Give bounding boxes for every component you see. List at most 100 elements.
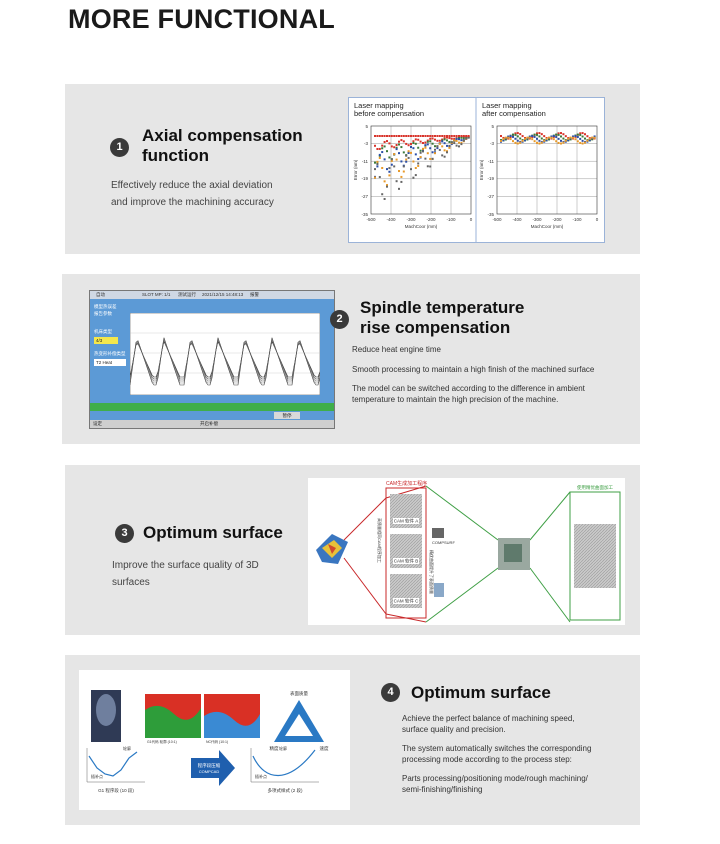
before-point bbox=[443, 137, 446, 140]
surface-quality-figure: CAM生成加工程序 CAM 软件 A CAM 软件 B CAM 软件 C 高质量… bbox=[308, 478, 625, 625]
after-point bbox=[560, 142, 562, 145]
before-point bbox=[434, 135, 436, 137]
after-point bbox=[584, 137, 586, 140]
before-point bbox=[465, 135, 468, 137]
before-point bbox=[393, 153, 396, 156]
section-3-desc-line2: surfaces bbox=[112, 577, 150, 588]
after-point bbox=[514, 133, 517, 136]
enable-compensation-button[interactable]: 开启补偿 bbox=[200, 421, 218, 426]
machine-type-select[interactable]: 4/3 bbox=[94, 337, 118, 344]
before-point bbox=[424, 146, 427, 149]
after-point bbox=[533, 135, 536, 138]
before-point bbox=[441, 140, 444, 143]
before-point bbox=[419, 151, 422, 154]
chart-after-ytick-2: -11 bbox=[488, 159, 495, 164]
curve1-cap2: 插补点 bbox=[91, 773, 103, 779]
after-point bbox=[504, 138, 507, 141]
before-point bbox=[450, 137, 453, 140]
before-point bbox=[453, 137, 456, 140]
section-1-desc-line1: Effectively reduce the axial deviation bbox=[111, 180, 273, 191]
before-point bbox=[417, 162, 420, 165]
before-point bbox=[400, 146, 403, 149]
before-point bbox=[393, 146, 396, 149]
page-title: MORE FUNCTIONAL bbox=[68, 4, 335, 34]
before-point bbox=[388, 170, 391, 173]
after-point bbox=[569, 136, 572, 139]
before-point bbox=[374, 144, 376, 147]
before-point bbox=[422, 135, 424, 137]
before-point bbox=[400, 180, 403, 183]
chart-before-ytick-4: -27 bbox=[361, 194, 368, 199]
before-point bbox=[378, 176, 381, 179]
before-point bbox=[395, 180, 398, 183]
compsurf-label: COMPSURF bbox=[432, 540, 455, 545]
curve2-cap2: 插补点 bbox=[255, 773, 267, 779]
before-point bbox=[426, 135, 429, 137]
surface-figure-svg: CAM生成加工程序 CAM 软件 A CAM 软件 B CAM 软件 C 高质量… bbox=[316, 480, 621, 623]
before-point bbox=[383, 135, 386, 137]
before-point bbox=[412, 147, 415, 150]
screen-status-date: 2021/12/15 14:48:13 bbox=[202, 292, 244, 297]
after-point bbox=[500, 139, 502, 142]
chart-before-title1: Laser mapping bbox=[354, 101, 404, 110]
before-point bbox=[402, 170, 405, 173]
after-point bbox=[584, 141, 586, 144]
section-2-desc3-line2: temperature to maintain the high precisi… bbox=[352, 395, 559, 404]
before-point bbox=[374, 161, 376, 164]
after-point bbox=[552, 135, 555, 138]
pause-button[interactable]: 暂停 bbox=[274, 412, 300, 419]
before-point bbox=[441, 135, 444, 137]
after-point bbox=[509, 138, 512, 141]
before-point bbox=[429, 135, 432, 137]
section-3-heading: 3 Optimum surface bbox=[115, 523, 283, 543]
before-point bbox=[412, 135, 415, 137]
section-2-desc3-line1: The model can be switched according to t… bbox=[352, 384, 585, 393]
settings-button[interactable]: 设定 bbox=[93, 421, 102, 426]
before-point bbox=[450, 135, 453, 137]
before-point bbox=[460, 139, 463, 142]
before-point bbox=[402, 151, 405, 154]
before-point bbox=[395, 135, 398, 137]
before-point bbox=[462, 139, 465, 142]
after-point bbox=[593, 136, 596, 139]
after-point bbox=[538, 132, 541, 135]
section-4-number-badge: 4 bbox=[381, 683, 400, 702]
after-point bbox=[507, 135, 510, 138]
before-point bbox=[434, 148, 436, 151]
section-4-desc3-line2: semi-finishing/finishing bbox=[402, 785, 483, 794]
before-point bbox=[386, 184, 388, 187]
before-point bbox=[400, 160, 403, 163]
before-point bbox=[443, 138, 446, 141]
before-point bbox=[388, 156, 391, 159]
after-point bbox=[536, 133, 538, 136]
after-point bbox=[545, 139, 548, 142]
before-point bbox=[388, 142, 391, 145]
section-2-number-badge: 2 bbox=[330, 310, 349, 329]
before-point bbox=[422, 142, 424, 145]
before-point bbox=[410, 168, 412, 171]
before-point bbox=[374, 176, 376, 179]
section-3-number-badge: 3 bbox=[115, 524, 134, 543]
chart-before-ytick-5: -35 bbox=[361, 212, 368, 217]
before-point bbox=[422, 150, 424, 153]
before-point bbox=[436, 139, 439, 142]
after-point bbox=[521, 135, 524, 138]
after-point bbox=[581, 135, 584, 138]
before-point bbox=[426, 165, 429, 168]
screen-status-right: 报警 bbox=[250, 292, 259, 297]
after-point bbox=[586, 135, 589, 138]
section-axial-compensation: 1 Axial compensation function Effectivel… bbox=[65, 84, 640, 254]
before-point bbox=[407, 152, 410, 155]
after-point bbox=[574, 135, 577, 138]
heat-type-select[interactable]: T2 Heat bbox=[94, 359, 126, 366]
chart-before-plot: 5 -3 -11 -19 -27 -35 -500 -400 -300 -200… bbox=[353, 124, 473, 229]
before-point bbox=[388, 135, 391, 137]
before-point bbox=[398, 140, 400, 143]
before-point bbox=[405, 158, 408, 161]
after-point bbox=[591, 136, 594, 139]
after-point bbox=[536, 137, 538, 140]
after-point bbox=[538, 142, 541, 145]
chart-after-xtick-5: 0 bbox=[596, 217, 599, 222]
chart-before-xtick-1: -400 bbox=[386, 217, 396, 222]
section-4-desc1-line2: surface quality and precision. bbox=[402, 725, 506, 734]
